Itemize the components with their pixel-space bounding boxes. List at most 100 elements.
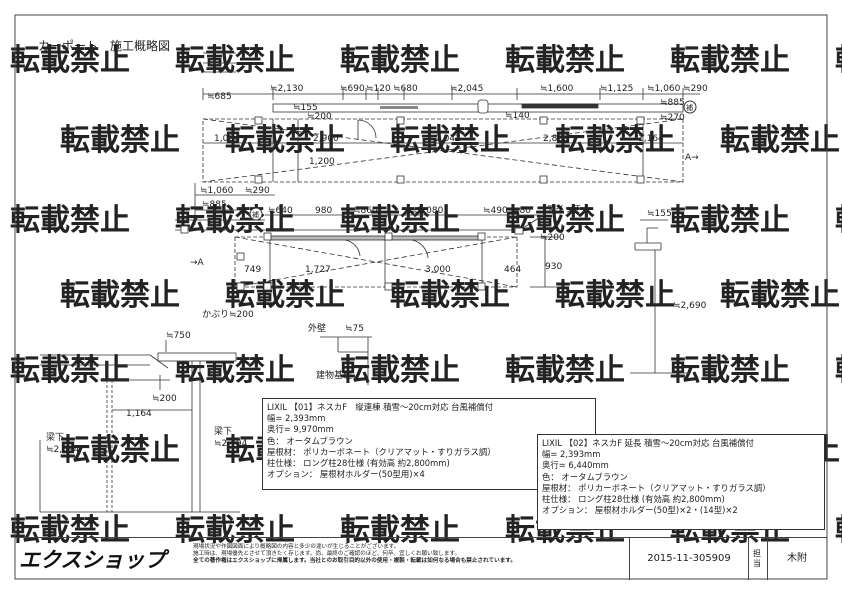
dim-120: ≒120 bbox=[366, 84, 391, 94]
watermark-text: 転載禁止 bbox=[835, 203, 842, 238]
corner-marker-front: 補 bbox=[252, 210, 259, 219]
dim-155: ≒155 bbox=[293, 103, 318, 113]
watermark-text: 転載禁止 bbox=[340, 353, 460, 388]
dim-3000: 3,000 bbox=[425, 265, 451, 275]
drawing-border bbox=[14, 14, 828, 580]
dim-1727: 1,727 bbox=[305, 265, 331, 275]
watermark-text: 転載禁止 bbox=[340, 203, 460, 238]
spec2-line: オプション： 屋根材ホルダー(50型)×2・(14型)×2 bbox=[542, 505, 738, 516]
watermark-text: 転載禁止 bbox=[670, 203, 790, 238]
watermark-text: 転載禁止 bbox=[60, 278, 180, 313]
dim-75: ≒75 bbox=[345, 324, 364, 334]
dim-2690: ≒2,690 bbox=[673, 301, 707, 311]
watermark-text: 転載禁止 bbox=[720, 278, 840, 313]
dim-685: ≒685 bbox=[207, 92, 232, 102]
spec-box-02: LIXIL 【02】ネスカF 延長 積雪～20cm対応 台風補償付 幅= 2,3… bbox=[537, 434, 825, 530]
spec1-line: 幅= 2,393mm bbox=[267, 413, 326, 424]
watermark-text: 転載禁止 bbox=[670, 353, 790, 388]
spec2-line: 奥行= 6,440mm bbox=[542, 460, 609, 471]
dim-2080: ≒2,080 bbox=[410, 206, 444, 216]
watermark-text: 転載禁止 bbox=[10, 43, 130, 78]
spec1-line: 屋根材： ポリカーボネート（クリアマット・すりガラス調） bbox=[267, 446, 496, 457]
plan-front-posts bbox=[180, 225, 486, 291]
dim-270: ≒270 bbox=[660, 113, 685, 123]
outer-wall-label: 外壁 bbox=[308, 322, 326, 334]
watermark-text: 転載禁止 bbox=[555, 278, 675, 313]
dim-490: ≒490 bbox=[483, 206, 508, 216]
dim-1064: 1,064 bbox=[214, 134, 240, 144]
spec2-line: 柱仕様： ロング柱28仕様 (有効高 約2,800mm) bbox=[542, 494, 725, 505]
plan-top-dims: ≒685 ≒2,130 ≒690 ≒120 ≒680 ≒2,045 ≒1,600… bbox=[207, 84, 708, 167]
watermark-text: 転載禁止 bbox=[670, 43, 790, 78]
spec1-line: 色： オータムブラウン bbox=[267, 435, 353, 446]
spec1-line: 柱仕様： ロング柱28仕様 (有効高 約2,800mm) bbox=[267, 458, 450, 469]
corner-marker-icon bbox=[249, 207, 263, 221]
watermark-text: 転載禁止 bbox=[10, 353, 130, 388]
spec2-line: 幅= 2,393mm bbox=[542, 449, 601, 460]
dim-1060: ≒1,060 bbox=[647, 84, 681, 94]
dim-885-front: ≒885 bbox=[202, 200, 227, 210]
dim-2042: 2,042 bbox=[435, 134, 461, 144]
dim-2800: 2,800 bbox=[543, 134, 569, 144]
dim-2900: 2,900 bbox=[313, 134, 339, 144]
dim-930: 930 bbox=[545, 262, 562, 272]
side-view bbox=[630, 219, 690, 374]
watermark-text: 転載禁止 bbox=[10, 513, 130, 548]
watermark-text: 転載禁止 bbox=[60, 433, 180, 468]
watermark-text: 転載禁止 bbox=[505, 43, 625, 78]
dim-690: ≒690 bbox=[340, 84, 365, 94]
watermark-text: 転載禁止 bbox=[720, 123, 840, 158]
dim-2130: ≒2,130 bbox=[270, 84, 304, 94]
dim-140: ≒140 bbox=[505, 111, 530, 121]
switch-label: スイッチ bbox=[546, 204, 582, 215]
watermark-text: 転載禁止 bbox=[555, 123, 675, 158]
wall-detail bbox=[320, 336, 372, 385]
title-block: エクスショップ 現場状況や作図図面により概略図の内容と多少の違いが生じることがご… bbox=[15, 537, 827, 580]
footer-note: 全ての著作権はエクスショップに帰属します。当社とのお取引目的以外の使用・複製・転… bbox=[193, 558, 516, 565]
spec2-line: LIXIL 【02】ネスカF 延長 積雪～20cm対応 台風補償付 bbox=[542, 438, 754, 448]
dim-750: ≒750 bbox=[166, 331, 191, 341]
watermark-text: 転載禁止 bbox=[835, 513, 842, 548]
dim-200-section: ≒200 bbox=[152, 394, 177, 404]
dim-155-side: ≒155 bbox=[647, 209, 672, 219]
corner-marker-icon bbox=[683, 100, 697, 114]
watermark-text: 転載禁止 bbox=[340, 513, 460, 548]
spec2-line: 色： オータムブラウン bbox=[542, 471, 628, 482]
watermark-text: 転載禁止 bbox=[390, 278, 510, 313]
spec1-line: 奥行= 9,970mm bbox=[267, 424, 334, 435]
dim-1164: 1,164 bbox=[638, 134, 664, 144]
plan-top-posts bbox=[254, 116, 645, 184]
dim-290-front: ≒290 bbox=[245, 186, 270, 196]
beam-right-label: 梁下 bbox=[214, 425, 232, 437]
watermark-text: 転載禁止 bbox=[175, 43, 295, 78]
dim-200: ≒200 bbox=[307, 112, 332, 122]
order-number: 2015-11-305909 bbox=[629, 538, 749, 580]
foundation-label: 建物基礎 bbox=[316, 369, 352, 381]
dim-640: ≒640 bbox=[268, 206, 293, 216]
dim-980: 980 bbox=[315, 206, 332, 216]
dim-80: ≒80 bbox=[512, 206, 531, 216]
charge-label: 担 当 bbox=[747, 538, 768, 580]
plan-front-dims: ≒1,060 ≒290 ≒885 ≒640 980 ≒860 ≒2,080 ≒4… bbox=[190, 186, 582, 320]
section-view bbox=[39, 340, 240, 513]
arrow-a-top: A→ bbox=[685, 153, 699, 163]
watermark-text: 転載禁止 bbox=[505, 203, 625, 238]
dim-2045: ≒2,045 bbox=[450, 84, 483, 94]
dim-1060-front: ≒1,060 bbox=[200, 186, 234, 196]
arrow-a-front: →A bbox=[190, 258, 205, 268]
dim-1600: ≒1,600 bbox=[540, 84, 574, 94]
spec1-line: LIXIL 【01】ネスカF 縦連棟 積雪～20cm対応 台風補償付 bbox=[267, 402, 494, 412]
plan-top bbox=[202, 88, 700, 183]
dim-1164-section: 1,164 bbox=[126, 409, 152, 419]
watermark-text: 転載禁止 bbox=[225, 123, 345, 158]
dim-1200: 1,200 bbox=[309, 157, 335, 167]
spec1-line: オプション： 屋根材ホルダー(50型用)×4 bbox=[267, 469, 425, 480]
beam-right-value: ≒2,794 bbox=[214, 439, 248, 449]
watermark-text: 転載禁止 bbox=[340, 43, 460, 78]
company-logo: エクスショップ bbox=[19, 548, 166, 572]
footer-note: 施工時は、現場優先とさせて頂きたく存じます。尚、最終のご確認のほど、何卒、宜しく… bbox=[193, 551, 461, 558]
dim-680: ≒680 bbox=[393, 84, 418, 94]
dim-1125: ≒1,125 bbox=[600, 84, 633, 94]
watermark-text: 転載禁止 bbox=[225, 278, 345, 313]
dim-885: ≒885 bbox=[660, 98, 685, 108]
